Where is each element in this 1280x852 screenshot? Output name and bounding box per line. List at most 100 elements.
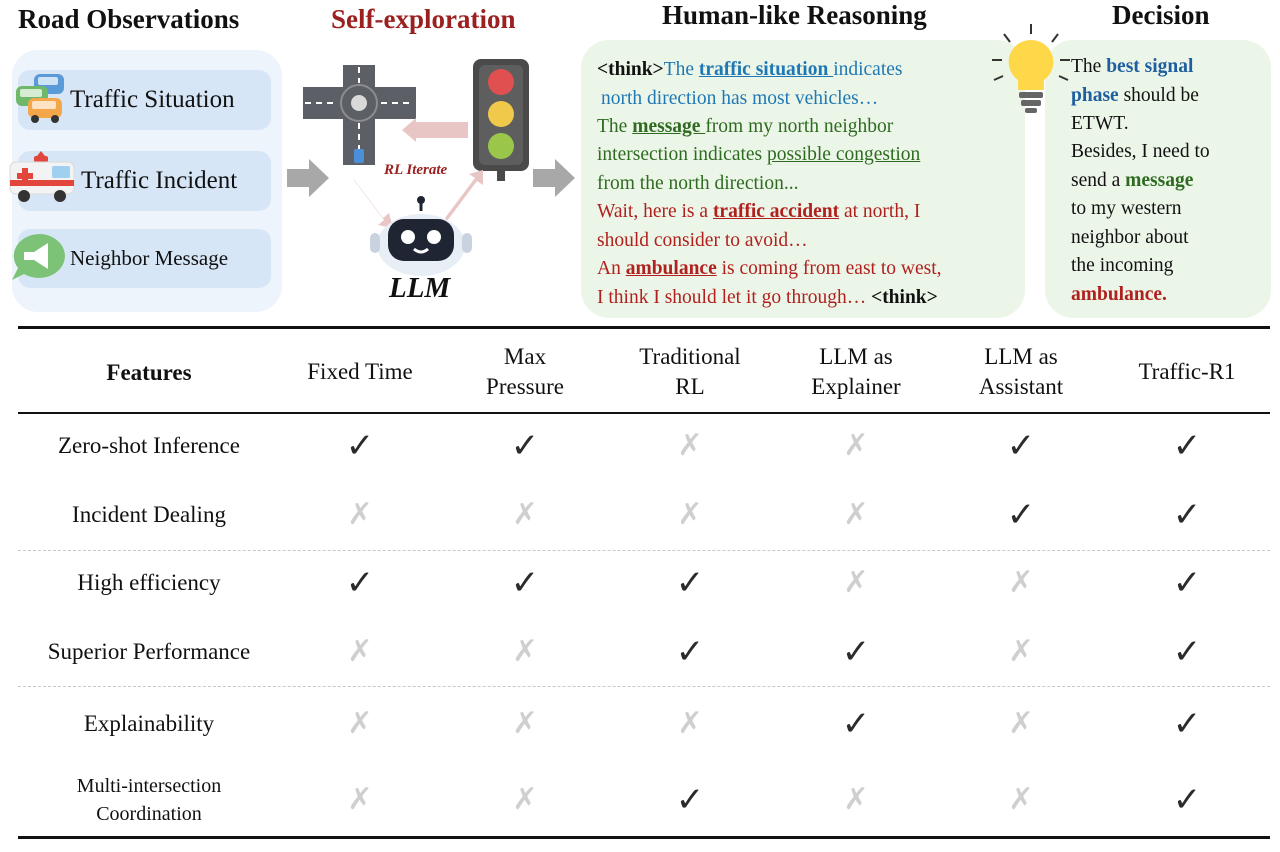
table-top-rule <box>18 326 1270 329</box>
table-row-label: High efficiency <box>77 570 221 595</box>
table-header-features: Features <box>106 360 192 385</box>
check-icon: ✓ <box>675 780 705 820</box>
reasoning-line-6: Wait, here is a traffic accident at nort… <box>597 201 921 222</box>
highlight-best-signal: best signal <box>1106 56 1194 77</box>
megaphone-icon <box>12 233 65 280</box>
cross-icon: ✗ <box>512 497 538 532</box>
cross-icon: ✗ <box>843 565 869 600</box>
think-close-tag: <think> <box>871 287 938 308</box>
observation-label-neighbor: Neighbor Message <box>70 246 229 270</box>
cross-icon: ✗ <box>1008 706 1034 741</box>
llm-label: LLM <box>389 272 451 304</box>
decision-line-9: ambulance. <box>1071 284 1167 305</box>
observation-label-traffic: Traffic Situation <box>70 86 235 113</box>
cross-icon: ✗ <box>843 428 869 463</box>
table-bottom-rule <box>18 836 1270 839</box>
self-exploration-title: Self-exploration <box>331 4 516 34</box>
decision-title: Decision <box>1112 0 1210 30</box>
check-icon: ✓ <box>841 704 871 744</box>
observation-label-incident: Traffic Incident <box>81 167 238 194</box>
reasoning-line-2: north direction has most vehicles… <box>601 88 879 109</box>
robot-icon <box>370 196 472 276</box>
check-icon: ✓ <box>675 632 705 672</box>
decision-line-7: neighbor about <box>1071 227 1189 248</box>
light-bulb-icon <box>992 24 1070 113</box>
check-icon: ✓ <box>1006 426 1036 466</box>
table-group-divider <box>18 550 1270 551</box>
reasoning-line-1: <think>The traffic situation indicates <box>597 59 903 80</box>
reasoning-line-7: should consider to avoid… <box>597 230 808 251</box>
reasoning-line-3: The message from my north neighbor <box>597 116 894 137</box>
check-icon: ✓ <box>1172 495 1202 535</box>
highlight-traffic-accident: traffic accident <box>712 201 840 222</box>
cross-icon: ✗ <box>347 497 373 532</box>
reasoning-line-5: from the north direction... <box>597 173 799 194</box>
table-group-divider <box>18 686 1270 687</box>
cross-icon: ✗ <box>512 634 538 669</box>
table-row-label: Explainability <box>83 711 215 736</box>
highlight-ambulance: ambulance <box>625 258 717 279</box>
cross-icon: ✗ <box>677 428 703 463</box>
cross-icon: ✗ <box>1008 634 1034 669</box>
highlight-possible-congestion: possible congestion <box>767 144 921 165</box>
cross-icon: ✗ <box>677 706 703 741</box>
decision-line-8: the incoming <box>1071 255 1174 276</box>
decision-line-2: phase should be <box>1071 85 1199 106</box>
cross-icon: ✗ <box>347 782 373 817</box>
cross-icon: ✗ <box>1008 782 1034 817</box>
reasoning-line-4: intersection indicates possible congesti… <box>597 144 921 165</box>
check-icon: ✓ <box>1006 495 1036 535</box>
decision-line-4: Besides, I need to <box>1071 141 1210 162</box>
table-row-label: Incident Dealing <box>72 502 226 527</box>
ambulance-icon <box>9 151 75 202</box>
reasoning-panel <box>581 40 1025 318</box>
table-header-col-6: Traffic-R1 <box>1138 359 1236 384</box>
table-row-label: Superior Performance <box>47 639 251 664</box>
check-icon: ✓ <box>345 563 375 603</box>
think-open-tag: <think> <box>597 59 664 80</box>
decision-line-6: to my western <box>1071 198 1182 219</box>
decision-panel <box>1045 40 1271 318</box>
decision-line-1: The best signal <box>1071 56 1194 77</box>
check-icon: ✓ <box>841 632 871 672</box>
check-icon: ✓ <box>510 426 540 466</box>
table-row-label: Zero-shot Inference <box>58 433 240 458</box>
check-icon: ✓ <box>1172 780 1202 820</box>
traffic-light-icon <box>473 59 529 181</box>
cross-icon: ✗ <box>843 497 869 532</box>
cross-icon: ✗ <box>512 706 538 741</box>
check-icon: ✓ <box>1172 563 1202 603</box>
human-reasoning-title: Human-like Reasoning <box>662 0 927 30</box>
check-icon: ✓ <box>1172 704 1202 744</box>
reasoning-line-8: An ambulance is coming from east to west… <box>597 258 942 279</box>
flow-arrow-icon <box>533 159 575 197</box>
flow-arrow-icon <box>287 159 329 197</box>
cross-icon: ✗ <box>512 782 538 817</box>
check-icon: ✓ <box>345 426 375 466</box>
cross-icon: ✗ <box>677 497 703 532</box>
cross-icon: ✗ <box>1008 565 1034 600</box>
rl-iterate-label: RL Iterate <box>384 162 448 178</box>
highlight-traffic-situation: traffic situation <box>698 59 834 80</box>
road-observations-title: Road Observations <box>18 4 240 34</box>
decision-line-3: ETWT. <box>1071 113 1129 134</box>
check-icon: ✓ <box>510 563 540 603</box>
rl-loop-arrows-icon <box>353 118 483 228</box>
cars-icon <box>16 74 64 123</box>
cross-icon: ✗ <box>843 782 869 817</box>
road-intersection-icon <box>303 65 416 165</box>
cross-icon: ✗ <box>347 634 373 669</box>
decision-line-5: send a message <box>1071 170 1194 191</box>
check-icon: ✓ <box>1172 632 1202 672</box>
table-header-col-1: Fixed Time <box>307 359 413 384</box>
check-icon: ✓ <box>1172 426 1202 466</box>
reasoning-line-9: I think I should let it go through… <thi… <box>597 287 938 308</box>
highlight-message: message <box>632 116 706 137</box>
cross-icon: ✗ <box>347 706 373 741</box>
check-icon: ✓ <box>675 563 705 603</box>
